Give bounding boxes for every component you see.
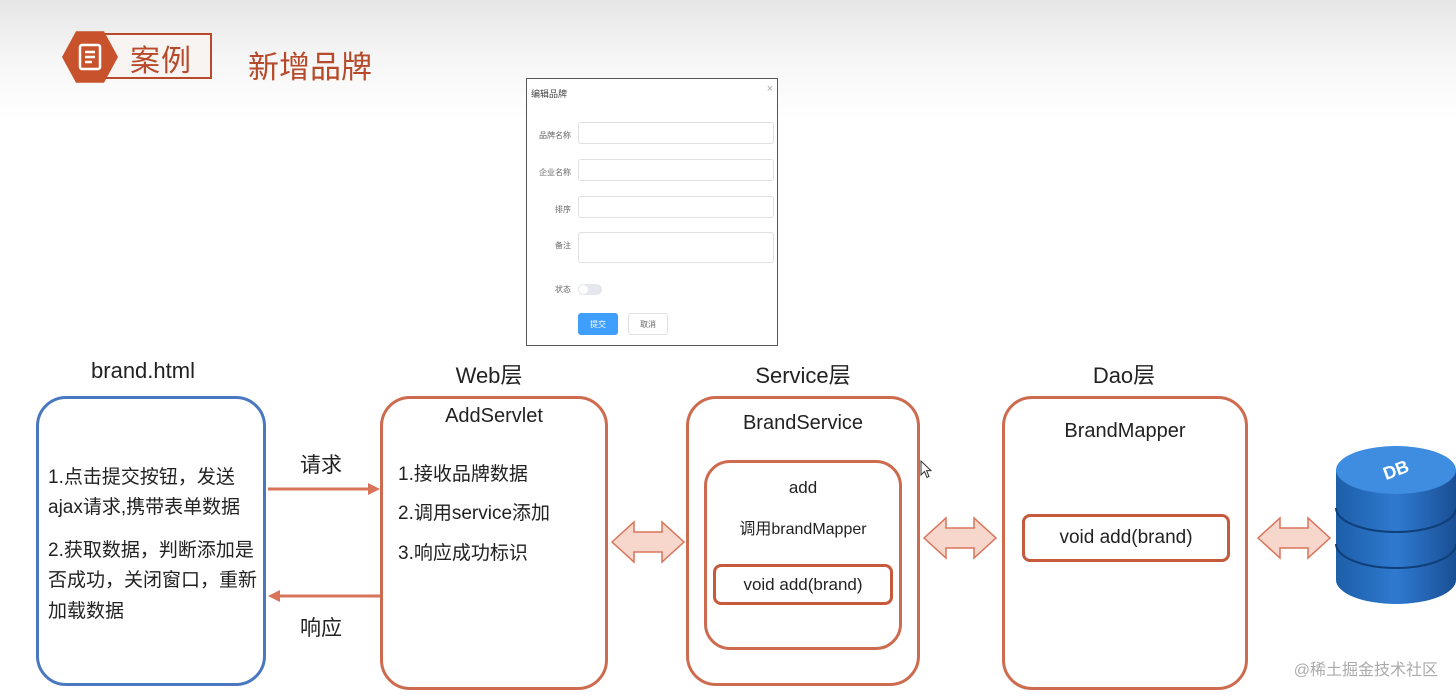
company-name-input[interactable]: [578, 159, 774, 181]
submit-button[interactable]: 提交: [578, 313, 618, 335]
description-textarea[interactable]: [578, 232, 774, 263]
client-box: [36, 396, 266, 686]
badge-label: 案例: [130, 45, 192, 78]
ordered-input[interactable]: [578, 196, 774, 218]
web-box: [380, 396, 608, 690]
service-call-mapper: 调用brandMapper: [739, 521, 867, 538]
mapper-add-method: void add(brand): [1022, 514, 1230, 562]
edit-brand-dialog: 编辑品牌 × 品牌名称 企业名称 排序 备注 状态 提交 取消: [526, 78, 778, 346]
mapper-name: BrandMapper: [1064, 420, 1186, 442]
service-add-title: add: [788, 478, 818, 497]
client-step-handle: 2.获取数据，判断添加是否成功，关闭窗口，重新加载数据: [48, 540, 258, 622]
request-label: 请求: [300, 454, 342, 477]
page-title: 新增品牌: [248, 50, 372, 85]
layer-title-dao: Dao层: [1092, 363, 1156, 388]
dao-db-double-arrow: [1256, 516, 1332, 560]
ordered-label: 排序: [555, 205, 571, 214]
database-icon: DB: [1335, 446, 1456, 604]
brand-name-label: 品牌名称: [539, 131, 571, 140]
layer-title-client: brand.html: [91, 358, 195, 383]
document-icon: [62, 31, 118, 83]
company-name-label: 企业名称: [539, 168, 571, 177]
status-label: 状态: [555, 285, 571, 294]
service-dao-double-arrow: [922, 516, 998, 560]
web-step-call-service: 2.调用service添加: [398, 503, 551, 524]
mouse-cursor-icon: [920, 460, 933, 479]
brand-name-input[interactable]: [578, 122, 774, 144]
response-label: 响应: [300, 617, 342, 640]
close-icon[interactable]: ×: [766, 83, 773, 95]
web-step-respond: 3.响应成功标识: [398, 543, 528, 564]
cancel-button[interactable]: 取消: [628, 313, 668, 335]
service-add-method: void add(brand): [713, 564, 893, 605]
client-step-send: 1.点击提交按钮，发送ajax请求,携带表单数据: [48, 467, 241, 519]
layer-title-service: Service层: [755, 363, 851, 388]
service-name: BrandService: [742, 412, 864, 434]
web-service-double-arrow: [610, 520, 686, 564]
servlet-name: AddServlet: [445, 405, 543, 427]
request-response-arrows: [268, 483, 380, 602]
web-step-receive: 1.接收品牌数据: [398, 464, 528, 485]
layer-title-web: Web层: [455, 363, 523, 388]
watermark: @稀土掘金技术社区: [1293, 662, 1438, 679]
description-label: 备注: [555, 241, 571, 250]
status-toggle[interactable]: [578, 284, 602, 295]
dialog-title: 编辑品牌: [531, 89, 568, 99]
badge-frame: [100, 33, 212, 79]
service-add-box: [704, 460, 902, 650]
